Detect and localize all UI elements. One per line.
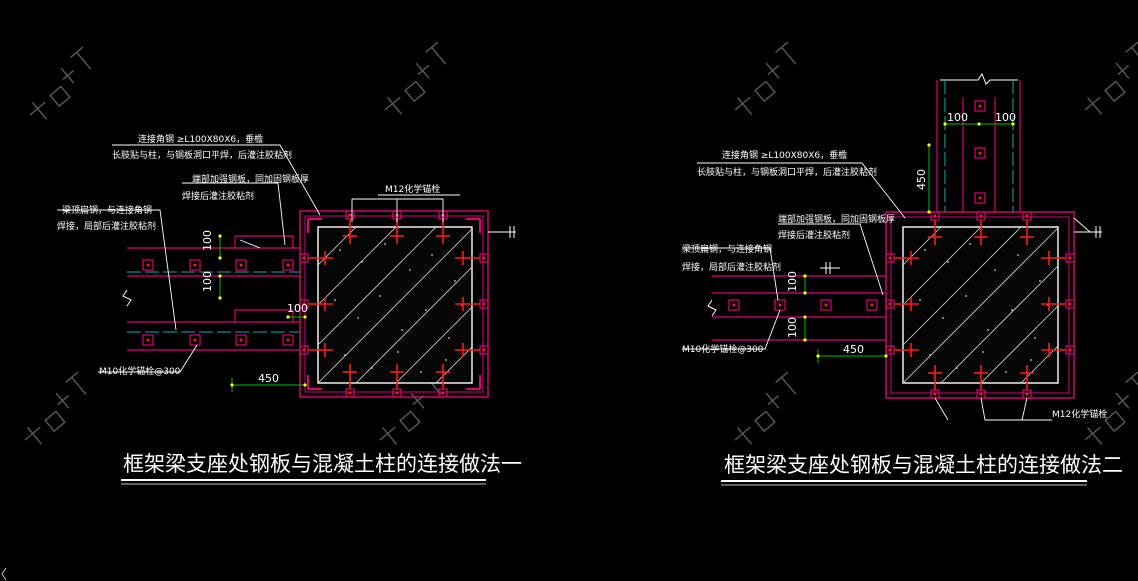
concrete-aggregate xyxy=(334,243,463,373)
chemical-anchors-2 xyxy=(894,220,1066,390)
column-section-2 xyxy=(885,211,1075,399)
dimension-ticks-2 xyxy=(803,122,1015,358)
dim-100-a: 100 xyxy=(786,271,799,292)
dim-450: 450 xyxy=(258,372,279,385)
upper-column-2 xyxy=(936,80,1021,212)
watermark-logo xyxy=(379,371,442,445)
watermarks xyxy=(24,41,1138,445)
note-m10: M10化学锚栓@300 xyxy=(682,343,764,355)
dim-100-a: 100 xyxy=(201,230,214,251)
detail-1: 100 100 100 450 连接角钢 ≥L100X80X6，垂檐 长肢贴与柱… xyxy=(57,133,522,485)
note-m12: M12化学锚栓 xyxy=(385,183,440,195)
note-m10: M10化学锚栓@300 xyxy=(99,365,181,377)
watermark-logo xyxy=(29,46,92,120)
note-end-plate-line2: 焊接后灌注胶粘剂 xyxy=(182,190,254,202)
column-section-1 xyxy=(299,210,489,398)
watermark-logo xyxy=(24,371,87,445)
leader-lines-2 xyxy=(682,162,1091,421)
note-end-plate-line1: 端部加强钢板，同加固钢板厚 xyxy=(778,213,895,225)
beam-2 xyxy=(712,275,886,341)
beam-bolt-dots-1 xyxy=(146,263,290,342)
beam-centerlines-1 xyxy=(127,271,300,333)
dimension-ticks-1 xyxy=(218,234,307,387)
detail-2-title: 框架梁支座处钢板与混凝土柱的连接做法二 xyxy=(724,453,1123,477)
beam-bolt-dots-2 xyxy=(732,303,874,307)
break-line-1 xyxy=(122,289,132,307)
break-symbol-beam-2 xyxy=(820,262,840,274)
dim-450-vertical: 450 xyxy=(915,169,928,190)
watermark-logo xyxy=(384,41,447,115)
break-symbol-right-1 xyxy=(488,226,516,238)
upper-bolt-dots-2 xyxy=(978,104,982,200)
concrete-hatch xyxy=(318,227,472,383)
note-angle-line1: 连接角钢 ≥L100X80X6，垂檐 xyxy=(138,133,263,145)
note-angle-line1: 连接角钢 ≥L100X80X6，垂檐 xyxy=(722,149,847,161)
dim-100-top-left: 100 xyxy=(947,111,968,124)
note-beam-top-line1: 梁顶扁钢，与连接角钢 xyxy=(682,243,772,255)
concrete-aggregate xyxy=(919,243,1049,373)
note-m12: M12化学锚栓 xyxy=(1052,408,1107,420)
bolt-dots-2 xyxy=(888,214,1072,396)
note-angle-line2: 长肢贴与柱，与钢板洞口平焊，后灌注胶粘剂 xyxy=(697,166,877,178)
dim-100-b: 100 xyxy=(786,317,799,338)
corner-angle xyxy=(307,218,481,390)
bolt-squares-2 xyxy=(885,211,1075,399)
beam-1 xyxy=(127,235,300,351)
dim-100-top-right: 100 xyxy=(995,111,1016,124)
note-end-plate-line1: 端部加强钢板，同加固钢板厚 xyxy=(192,173,309,185)
detail-2: 100 100 450 100 100 450 连接角钢 ≥L100X80X6，… xyxy=(682,72,1123,486)
note-angle-line2: 长肢贴与柱，与钢板洞口平焊，后灌注胶粘剂 xyxy=(112,149,292,161)
watermark-logo xyxy=(734,41,797,115)
break-symbol-top-2 xyxy=(940,72,1018,85)
detail-1-title: 框架梁支座处钢板与混凝土柱的连接做法一 xyxy=(123,452,522,476)
watermark-logo xyxy=(1084,371,1138,445)
leader-lines-1 xyxy=(57,144,460,373)
break-line-2 xyxy=(707,299,717,317)
dim-100-b: 100 xyxy=(201,271,214,292)
note-beam-top-line2: 焊接，局部后灌注胶粘剂 xyxy=(682,261,781,273)
chemical-anchors-1 xyxy=(308,219,480,389)
dim-450: 450 xyxy=(843,343,864,356)
note-end-plate-line2: 焊接后灌注胶粘剂 xyxy=(778,229,850,241)
upper-centerlines-2 xyxy=(944,80,1014,212)
note-beam-top-line1: 梁顶扁钢，与连接角钢 xyxy=(62,204,152,216)
watermark-logo xyxy=(734,371,797,445)
watermark-logo xyxy=(1084,41,1138,115)
ucs-corner-mark xyxy=(1,567,7,581)
dim-100-c: 100 xyxy=(287,302,308,315)
break-symbol-right-2 xyxy=(1074,226,1102,238)
note-beam-top-line2: 焊接，局部后灌注胶粘剂 xyxy=(57,220,156,232)
